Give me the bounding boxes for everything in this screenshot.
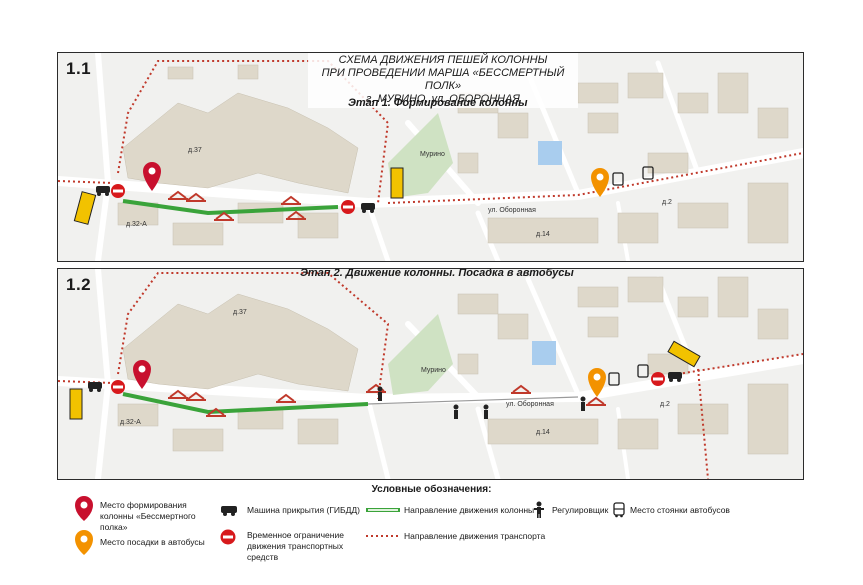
legend-formation-pin-icon bbox=[75, 496, 93, 521]
label-bldg-32a: д.32-А bbox=[120, 419, 141, 426]
formation-pin bbox=[133, 360, 151, 389]
stage-title: Этап 1. Формирование колонны bbox=[348, 97, 528, 109]
traffic-direction-lines bbox=[58, 272, 803, 479]
label-park: Мурино bbox=[420, 151, 445, 158]
traffic-controllers bbox=[377, 386, 586, 419]
legend-controller-label: Регулировщик bbox=[552, 505, 609, 515]
column-route bbox=[122, 392, 369, 415]
title-line-1: СХЕМА ДВИЖЕНИЯ ПЕШЕЙ КОЛОННЫ bbox=[338, 54, 548, 66]
detour-signs bbox=[69, 340, 701, 420]
legend-bus-label: Место стоянки автобусов bbox=[630, 505, 730, 515]
label-bldg-37: д.37 bbox=[188, 147, 202, 154]
legend-boarding-pin-icon bbox=[75, 530, 93, 555]
restriction-signs bbox=[111, 184, 355, 214]
legend-car-icon bbox=[221, 506, 237, 516]
label-bldg-32a: д.32-А bbox=[126, 221, 147, 228]
boarding-pin bbox=[588, 368, 606, 397]
label-bldg-37: д.37 bbox=[233, 309, 247, 316]
panel-number: 1.1 bbox=[66, 59, 92, 78]
legend-title: Условные обозначения: bbox=[371, 484, 492, 495]
bus-stops bbox=[608, 364, 649, 386]
stage-title: Этап 2. Движение колонны. Посадка в авто… bbox=[300, 268, 574, 279]
legend-traffic-line-icon bbox=[366, 535, 400, 537]
legend-escort-label: Машина прикрытия (ГИБДД) bbox=[247, 505, 360, 515]
road-network bbox=[58, 269, 803, 479]
barriers bbox=[168, 383, 606, 417]
panel-number: 1.2 bbox=[66, 275, 92, 294]
park-area bbox=[388, 314, 453, 395]
map-stage-1 bbox=[58, 53, 803, 261]
label-bldg-14: д.14 bbox=[536, 429, 550, 436]
bus-stops bbox=[612, 166, 654, 186]
legend-traffic-label: Направление движения транспорта bbox=[404, 531, 546, 541]
map-panel-stage-2: 1.2 Этап 2. Движение колонны. Посадка в … bbox=[57, 268, 804, 480]
legend-column-arrow-icon bbox=[366, 508, 400, 512]
label-park: Мурино bbox=[421, 367, 446, 374]
park-area bbox=[388, 113, 453, 198]
title-line-2: ПРИ ПРОВЕДЕНИИ МАРША «БЕССМЕРТНЫЙ ПОЛК» bbox=[321, 67, 565, 92]
title-line-3: г. МУРИНО, ул. ОБОРОННАЯ bbox=[366, 93, 520, 105]
legend-boarding-label: Место посадки в автобусы bbox=[100, 537, 205, 547]
column-route bbox=[122, 199, 339, 216]
label-street: ул. Оборонная bbox=[488, 207, 536, 214]
legend-no-entry-icon bbox=[220, 529, 236, 545]
traffic-direction-lines bbox=[58, 60, 803, 204]
restriction-signs bbox=[111, 372, 665, 394]
barriers bbox=[168, 190, 306, 221]
legend-bus-icon bbox=[613, 502, 625, 518]
boarding-pin bbox=[591, 168, 609, 197]
legend-controller-icon bbox=[534, 501, 544, 518]
map-stage-2 bbox=[58, 269, 803, 479]
legend-formation-label: Место формирования колонны «Бессмертного… bbox=[100, 500, 196, 532]
map-title: СХЕМА ДВИЖЕНИЯ ПЕШЕЙ КОЛОННЫ ПРИ ПРОВЕДЕ… bbox=[308, 53, 578, 108]
formation-pin bbox=[143, 162, 161, 191]
escort-cars bbox=[88, 372, 682, 392]
column-route-continuation bbox=[367, 396, 579, 405]
legend-restriction-label: Временное ограничение движения транспорт… bbox=[247, 530, 344, 562]
label-bldg-2: д.2 bbox=[662, 199, 672, 206]
pond bbox=[532, 341, 556, 365]
detour-signs bbox=[73, 167, 404, 225]
buildings bbox=[117, 276, 789, 455]
pond bbox=[538, 141, 562, 165]
label-bldg-2: д.2 bbox=[660, 401, 670, 408]
map-panel-stage-1: 1.1 СХЕМА ДВИЖЕНИЯ ПЕШЕЙ КОЛОННЫ ПРИ ПРО… bbox=[57, 52, 804, 262]
buildings bbox=[117, 64, 789, 246]
label-bldg-14: д.14 bbox=[536, 231, 550, 238]
legend-column-label: Направление движения колонны bbox=[404, 505, 535, 515]
label-street: ул. Оборонная bbox=[506, 401, 554, 408]
escort-cars bbox=[96, 186, 375, 213]
